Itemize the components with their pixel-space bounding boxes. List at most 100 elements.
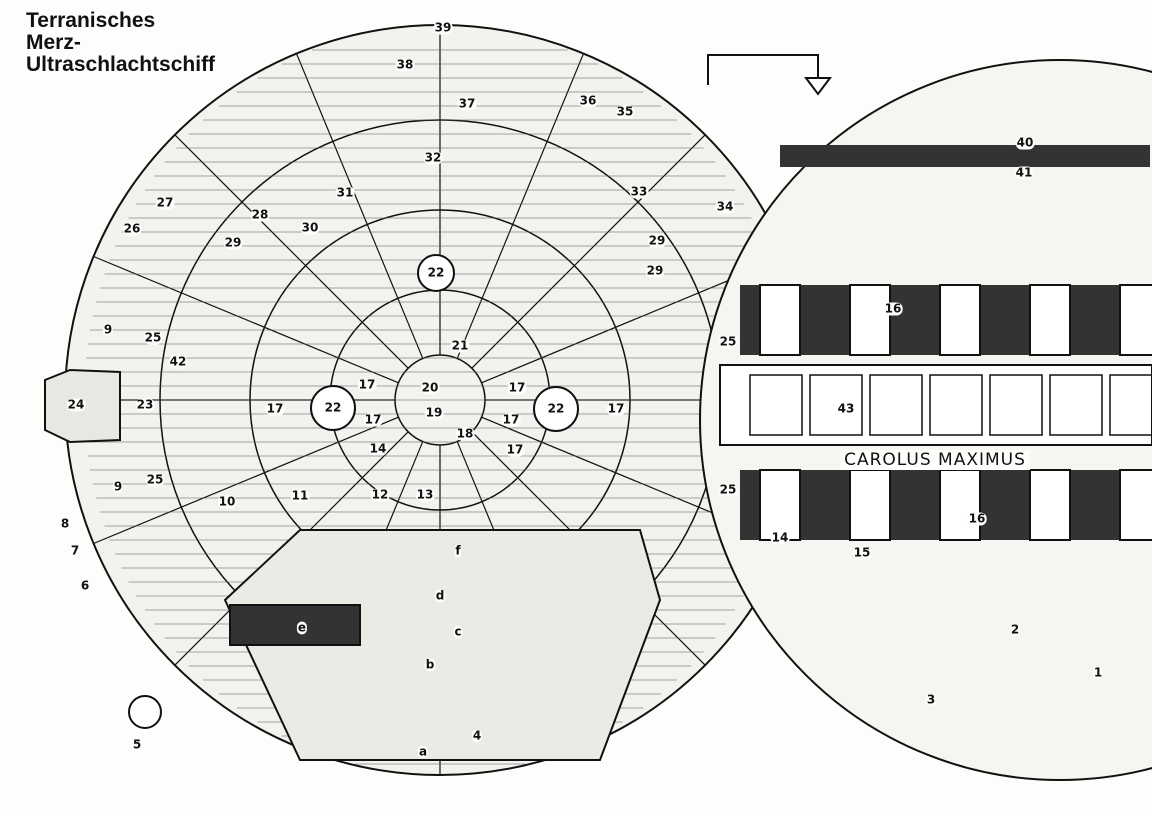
bulkhead-line: [93, 255, 399, 384]
callout-17: 17: [265, 401, 285, 416]
callout-12: 12: [370, 487, 390, 502]
callout-11: 11: [290, 488, 310, 503]
callout-18: 18: [455, 426, 475, 441]
callout-26: 26: [122, 221, 142, 236]
callout-4: 4: [471, 728, 483, 743]
callout-30: 30: [300, 220, 320, 235]
callout-22: 22: [546, 401, 566, 416]
callout-25: 25: [143, 330, 163, 345]
title-line-2: Merz-: [26, 31, 81, 54]
callout-42: 42: [168, 354, 188, 369]
callout-22: 22: [426, 265, 446, 280]
title-line-3: Ultraschlachtschiff: [26, 53, 216, 76]
escape-pod: [128, 695, 162, 729]
window-43: [809, 374, 863, 436]
callout-a: a: [417, 744, 429, 759]
callout-2: 2: [1009, 622, 1021, 637]
callout-13: 13: [415, 487, 435, 502]
hull-panel: [849, 284, 891, 356]
bulkhead-line: [295, 53, 424, 359]
hull-panel: [849, 469, 891, 541]
callout-16: 16: [883, 301, 903, 316]
callout-16: 16: [967, 511, 987, 526]
callout-9: 9: [112, 479, 124, 494]
callout-20: 20: [420, 380, 440, 395]
hull-panel: [759, 284, 801, 356]
callout-1: 1: [1092, 665, 1104, 680]
callout-c: c: [453, 624, 463, 639]
hull-band-panels: [759, 284, 1152, 541]
window-43: [749, 374, 803, 436]
diagram-title: Terranisches Merz- Ultraschlachtschiff: [26, 10, 215, 76]
direction-arrow: [707, 54, 819, 85]
callout-24: 24: [66, 397, 86, 412]
hull-panel: [939, 284, 981, 356]
lower-hangar-block: [223, 529, 662, 761]
callout-27: 27: [155, 195, 175, 210]
window-43: [1109, 374, 1152, 436]
callout-38: 38: [395, 57, 415, 72]
callout-3: 3: [925, 692, 937, 707]
callout-39: 39: [433, 20, 453, 35]
hull-panel: [1119, 284, 1152, 356]
window-43: [929, 374, 983, 436]
callout-b: b: [424, 657, 436, 672]
callout-37: 37: [457, 96, 477, 111]
callout-10: 10: [217, 494, 237, 509]
callout-40: 40: [1015, 135, 1035, 150]
window-43: [1049, 374, 1103, 436]
callout-21: 21: [450, 338, 470, 353]
hull-panel: [1029, 284, 1071, 356]
bulkhead-line: [93, 416, 399, 545]
callout-25: 25: [718, 482, 738, 497]
hull-panel: [1119, 469, 1152, 541]
callout-35: 35: [615, 104, 635, 119]
callout-7: 7: [69, 543, 81, 558]
callout-29: 29: [647, 233, 667, 248]
bulkhead-line: [174, 134, 409, 369]
callout-25: 25: [718, 334, 738, 349]
callout-31: 31: [335, 185, 355, 200]
ship-name-label: CAROLUS MAXIMUS: [840, 450, 1030, 470]
window-43: [869, 374, 923, 436]
callout-17: 17: [505, 442, 525, 457]
callout-36: 36: [578, 93, 598, 108]
hull-panel: [939, 469, 981, 541]
callout-5: 5: [131, 737, 143, 752]
window-band-43: [719, 364, 1152, 446]
callout-e: e: [296, 620, 308, 635]
callout-34: 34: [715, 199, 735, 214]
callout-17: 17: [363, 412, 383, 427]
callout-29: 29: [645, 263, 665, 278]
hull-panel: [759, 469, 801, 541]
callout-14: 14: [368, 441, 388, 456]
callout-14: 14: [770, 530, 790, 545]
callout-d: d: [434, 588, 446, 603]
callout-32: 32: [423, 150, 443, 165]
title-line-1: Terranisches: [26, 9, 156, 32]
bulkhead-line: [471, 134, 706, 369]
callout-8: 8: [59, 516, 71, 531]
hangar-windows: [229, 604, 361, 646]
callout-17: 17: [606, 401, 626, 416]
callout-33: 33: [629, 184, 649, 199]
callout-9: 9: [102, 322, 114, 337]
callout-25: 25: [145, 472, 165, 487]
callout-15: 15: [852, 545, 872, 560]
callout-17: 17: [357, 377, 377, 392]
callout-29: 29: [223, 235, 243, 250]
callout-22: 22: [323, 400, 343, 415]
callout-28: 28: [250, 207, 270, 222]
callout-19: 19: [424, 405, 444, 420]
hull-panel: [1029, 469, 1071, 541]
callout-41: 41: [1014, 165, 1034, 180]
callout-23: 23: [135, 397, 155, 412]
bulkhead-line: [456, 53, 585, 359]
window-43: [989, 374, 1043, 436]
callout-f: f: [454, 543, 462, 558]
callout-17: 17: [507, 380, 527, 395]
callout-6: 6: [79, 578, 91, 593]
direction-arrowhead: [804, 77, 832, 96]
callout-43: 43: [836, 401, 856, 416]
